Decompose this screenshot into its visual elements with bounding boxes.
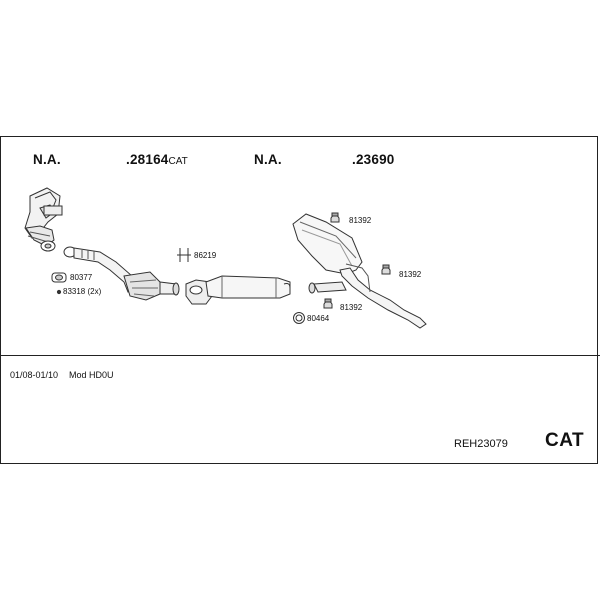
middle-silencer-part (185, 275, 291, 305)
reference-code: REH23079 (454, 438, 508, 450)
part-label-83318: 83318 (2x) (63, 287, 102, 296)
part-label-86219: 86219 (194, 251, 217, 260)
rear-silencer-part (292, 213, 427, 329)
bolt-83318-icon (56, 289, 62, 295)
diagram-frame (0, 136, 598, 464)
footer-divider (0, 355, 600, 356)
manifold-catalyst-part (24, 187, 63, 252)
category-label: CAT (545, 430, 585, 451)
part-label-80464: 80464 (307, 314, 330, 323)
header-col-4: .23690 (352, 152, 395, 167)
rubber-mount-icon (323, 212, 391, 309)
footer-years: 01/08-01/10 (10, 370, 59, 380)
part-label-81392-low: 81392 (340, 303, 363, 312)
clamp-86219-icon (177, 248, 191, 262)
part-label-80377: 80377 (70, 273, 93, 282)
part-label-81392-mid: 81392 (399, 270, 422, 279)
clamp-ring-80464-icon (293, 312, 305, 324)
header-col-1: N.A. (33, 152, 61, 167)
cat-suffix: CAT (168, 156, 188, 167)
header-col-3: N.A. (254, 152, 282, 167)
header-col-2: .28164CAT (126, 152, 188, 167)
part-label-81392-top: 81392 (349, 216, 372, 225)
gasket-80377-icon (51, 272, 67, 283)
front-pipe-part (63, 246, 180, 301)
footer-model: Mod HD0U (69, 370, 114, 380)
part-number-28164: .28164 (126, 152, 169, 167)
